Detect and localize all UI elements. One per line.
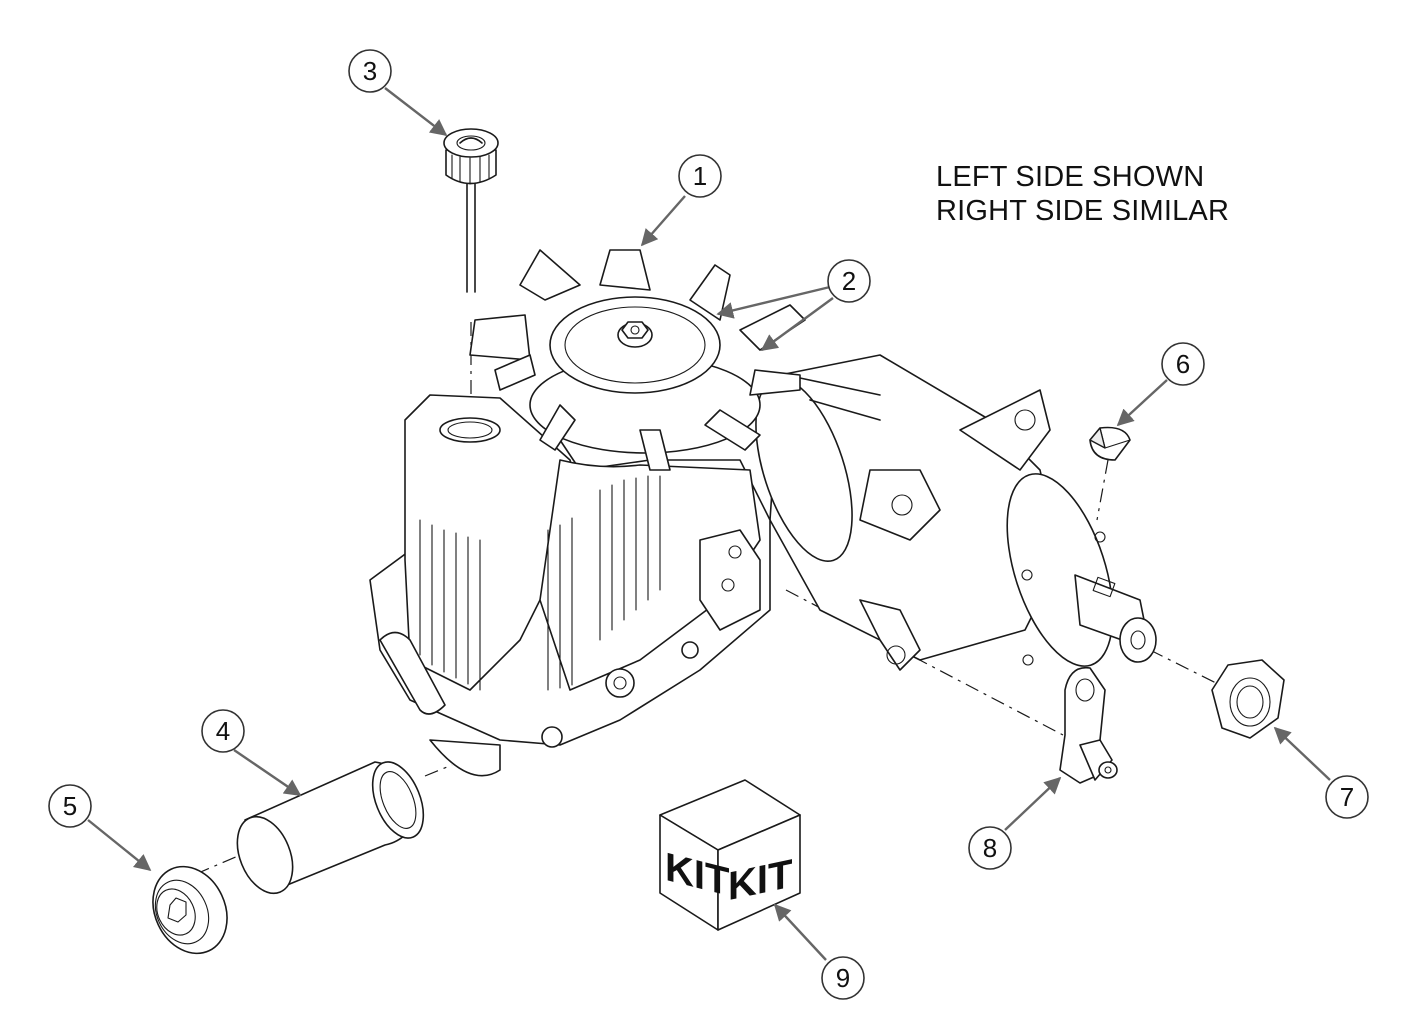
svg-text:7: 7 (1340, 782, 1354, 812)
svg-text:1: 1 (693, 161, 707, 191)
view-note: LEFT SIDE SHOWN RIGHT SIDE SIMILAR (936, 160, 1229, 228)
view-note-line-2: RIGHT SIDE SIMILAR (936, 195, 1230, 227)
assembly-lines (195, 322, 1223, 875)
leader-lines (87, 87, 1331, 961)
svg-text:2: 2 (842, 266, 856, 296)
dipstick-cap (443, 128, 499, 293)
control-arm (1059, 666, 1118, 784)
callout-1: 1 (678, 154, 722, 198)
callout-2: 2 (827, 259, 871, 303)
callout-6: 6 (1161, 342, 1205, 386)
svg-text:8: 8 (983, 833, 997, 863)
svg-text:3: 3 (363, 56, 377, 86)
callout-9: 9 (821, 956, 865, 1000)
transaxle-body (369, 394, 771, 777)
svg-text:6: 6 (1176, 349, 1190, 379)
callout-3: 3 (348, 49, 392, 93)
woodruff-key (1089, 426, 1131, 461)
cooling-fins-right (547, 475, 661, 691)
kit-box: KIT KIT (659, 779, 801, 931)
axle-housing (755, 354, 1157, 671)
callout-4: 4 (201, 709, 245, 753)
hex-nut (1211, 659, 1285, 739)
drain-plug (152, 865, 228, 955)
view-note-line-1: LEFT SIDE SHOWN (936, 161, 1205, 193)
callout-5: 5 (48, 784, 92, 828)
svg-text:5: 5 (63, 791, 77, 821)
svg-text:9: 9 (836, 963, 850, 993)
cooling-fins-left (419, 519, 481, 691)
oil-filter (236, 761, 425, 895)
callout-7: 7 (1325, 775, 1369, 819)
callout-8: 8 (968, 826, 1012, 870)
svg-text:4: 4 (216, 716, 230, 746)
cooling-fan (469, 249, 806, 471)
